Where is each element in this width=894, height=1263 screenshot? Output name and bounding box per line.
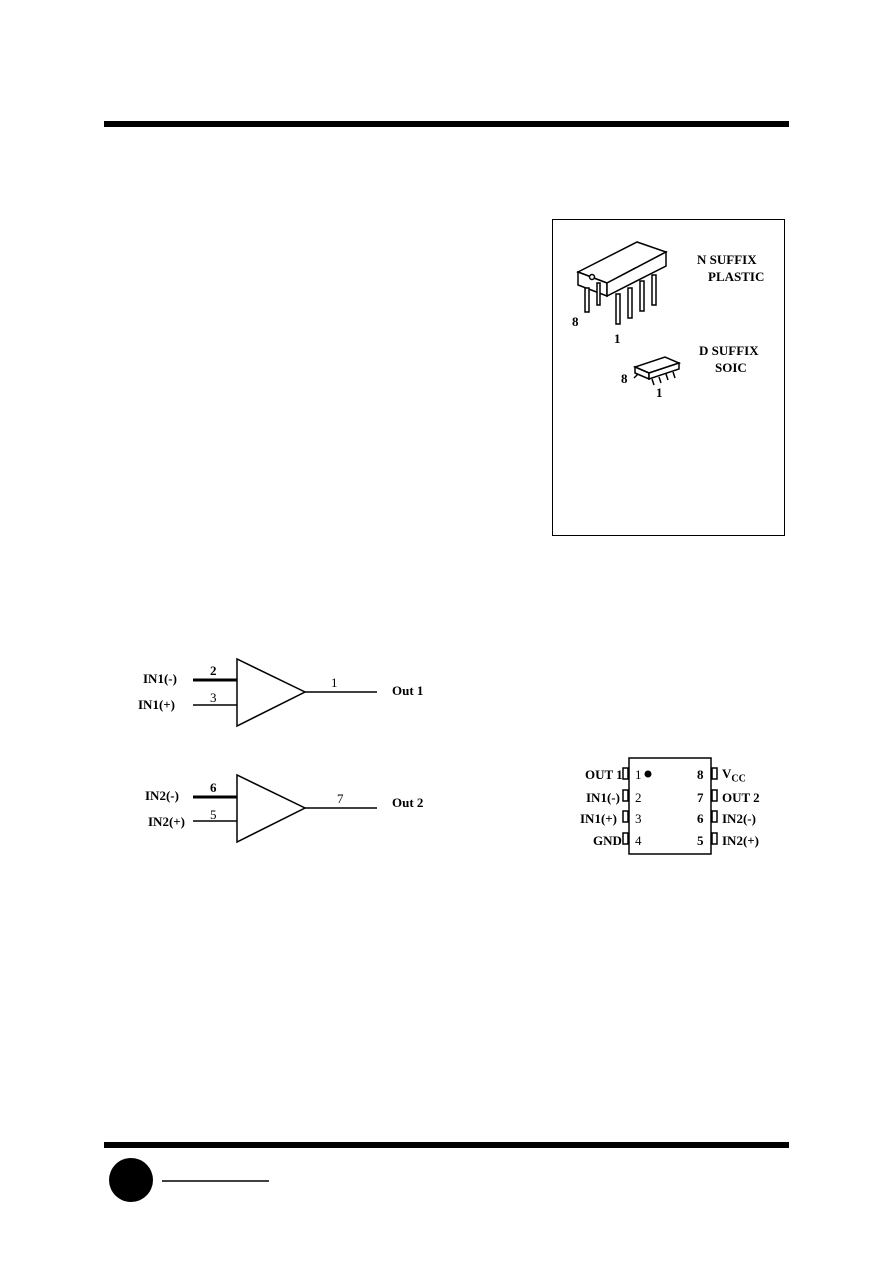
footer-rule: [104, 1142, 789, 1148]
amplifier-1-symbol: [193, 657, 377, 728]
vcc-subscript: CC: [731, 773, 746, 785]
package-box: [552, 219, 785, 536]
pinout-left-name-3: IN1(+): [580, 811, 618, 826]
amp2-inverting-input-label: IN2(-): [145, 788, 179, 803]
amp2-pin-pos-number: 5: [210, 807, 217, 822]
soic-package-icon: [632, 356, 682, 386]
amp2-noninverting-input-label: IN2(+): [148, 814, 186, 829]
pinout-left-name-1: OUT 1: [585, 767, 623, 782]
pinout-right-name-7: OUT 2: [722, 790, 760, 805]
pinout-right-num-7: 7: [697, 790, 704, 805]
dip-pin8-label: 8: [572, 314, 579, 329]
pinout-right-num-6: 6: [697, 811, 704, 826]
pinout-ic-body: [622, 757, 718, 855]
amp1-inverting-input-label: IN1(-): [143, 671, 177, 686]
pinout-right-name-6: IN2(-): [722, 811, 756, 826]
company-logo: [109, 1158, 153, 1202]
amp2-pin-neg-number: 6: [210, 780, 217, 795]
pinout-left-name-2: IN1(-): [586, 790, 620, 805]
n-suffix-label: N SUFFIX: [697, 252, 757, 267]
dip-pin1-label: 1: [614, 331, 621, 346]
pinout-right-num-8: 8: [697, 767, 704, 782]
pinout-right-num-5: 5: [697, 833, 704, 848]
amp1-pin-out-number: 1: [331, 675, 338, 690]
header-rule: [104, 121, 789, 127]
amp1-pin-neg-number: 2: [210, 663, 217, 678]
pinout-left-name-4: GND: [593, 833, 622, 848]
soic-pin8-label: 8: [621, 371, 628, 386]
n-suffix-type: PLASTIC: [708, 269, 765, 284]
amp2-output-label: Out 2: [392, 795, 424, 810]
pinout-left-num-4: 4: [635, 833, 642, 848]
amp1-noninverting-input-label: IN1(+): [138, 697, 176, 712]
pin1-indicator-dot: [644, 770, 652, 778]
soic-pin1-label: 1: [656, 385, 663, 400]
vcc-main-text: V: [722, 766, 732, 781]
amplifier-2-symbol: [193, 773, 377, 844]
dip-package-icon: [576, 241, 668, 325]
pinout-left-num-3: 3: [635, 811, 642, 826]
pinout-right-name-vcc: VCC: [722, 767, 746, 785]
pinout-left-num-1: 1: [635, 767, 642, 782]
amp1-pin-pos-number: 3: [210, 690, 217, 705]
d-suffix-type: SOIC: [715, 360, 747, 375]
amp1-output-label: Out 1: [392, 683, 424, 698]
pinout-left-num-2: 2: [635, 790, 642, 805]
amp2-pin-out-number: 7: [337, 791, 344, 806]
d-suffix-label: D SUFFIX: [699, 343, 759, 358]
pinout-right-name-5: IN2(+): [722, 833, 760, 848]
